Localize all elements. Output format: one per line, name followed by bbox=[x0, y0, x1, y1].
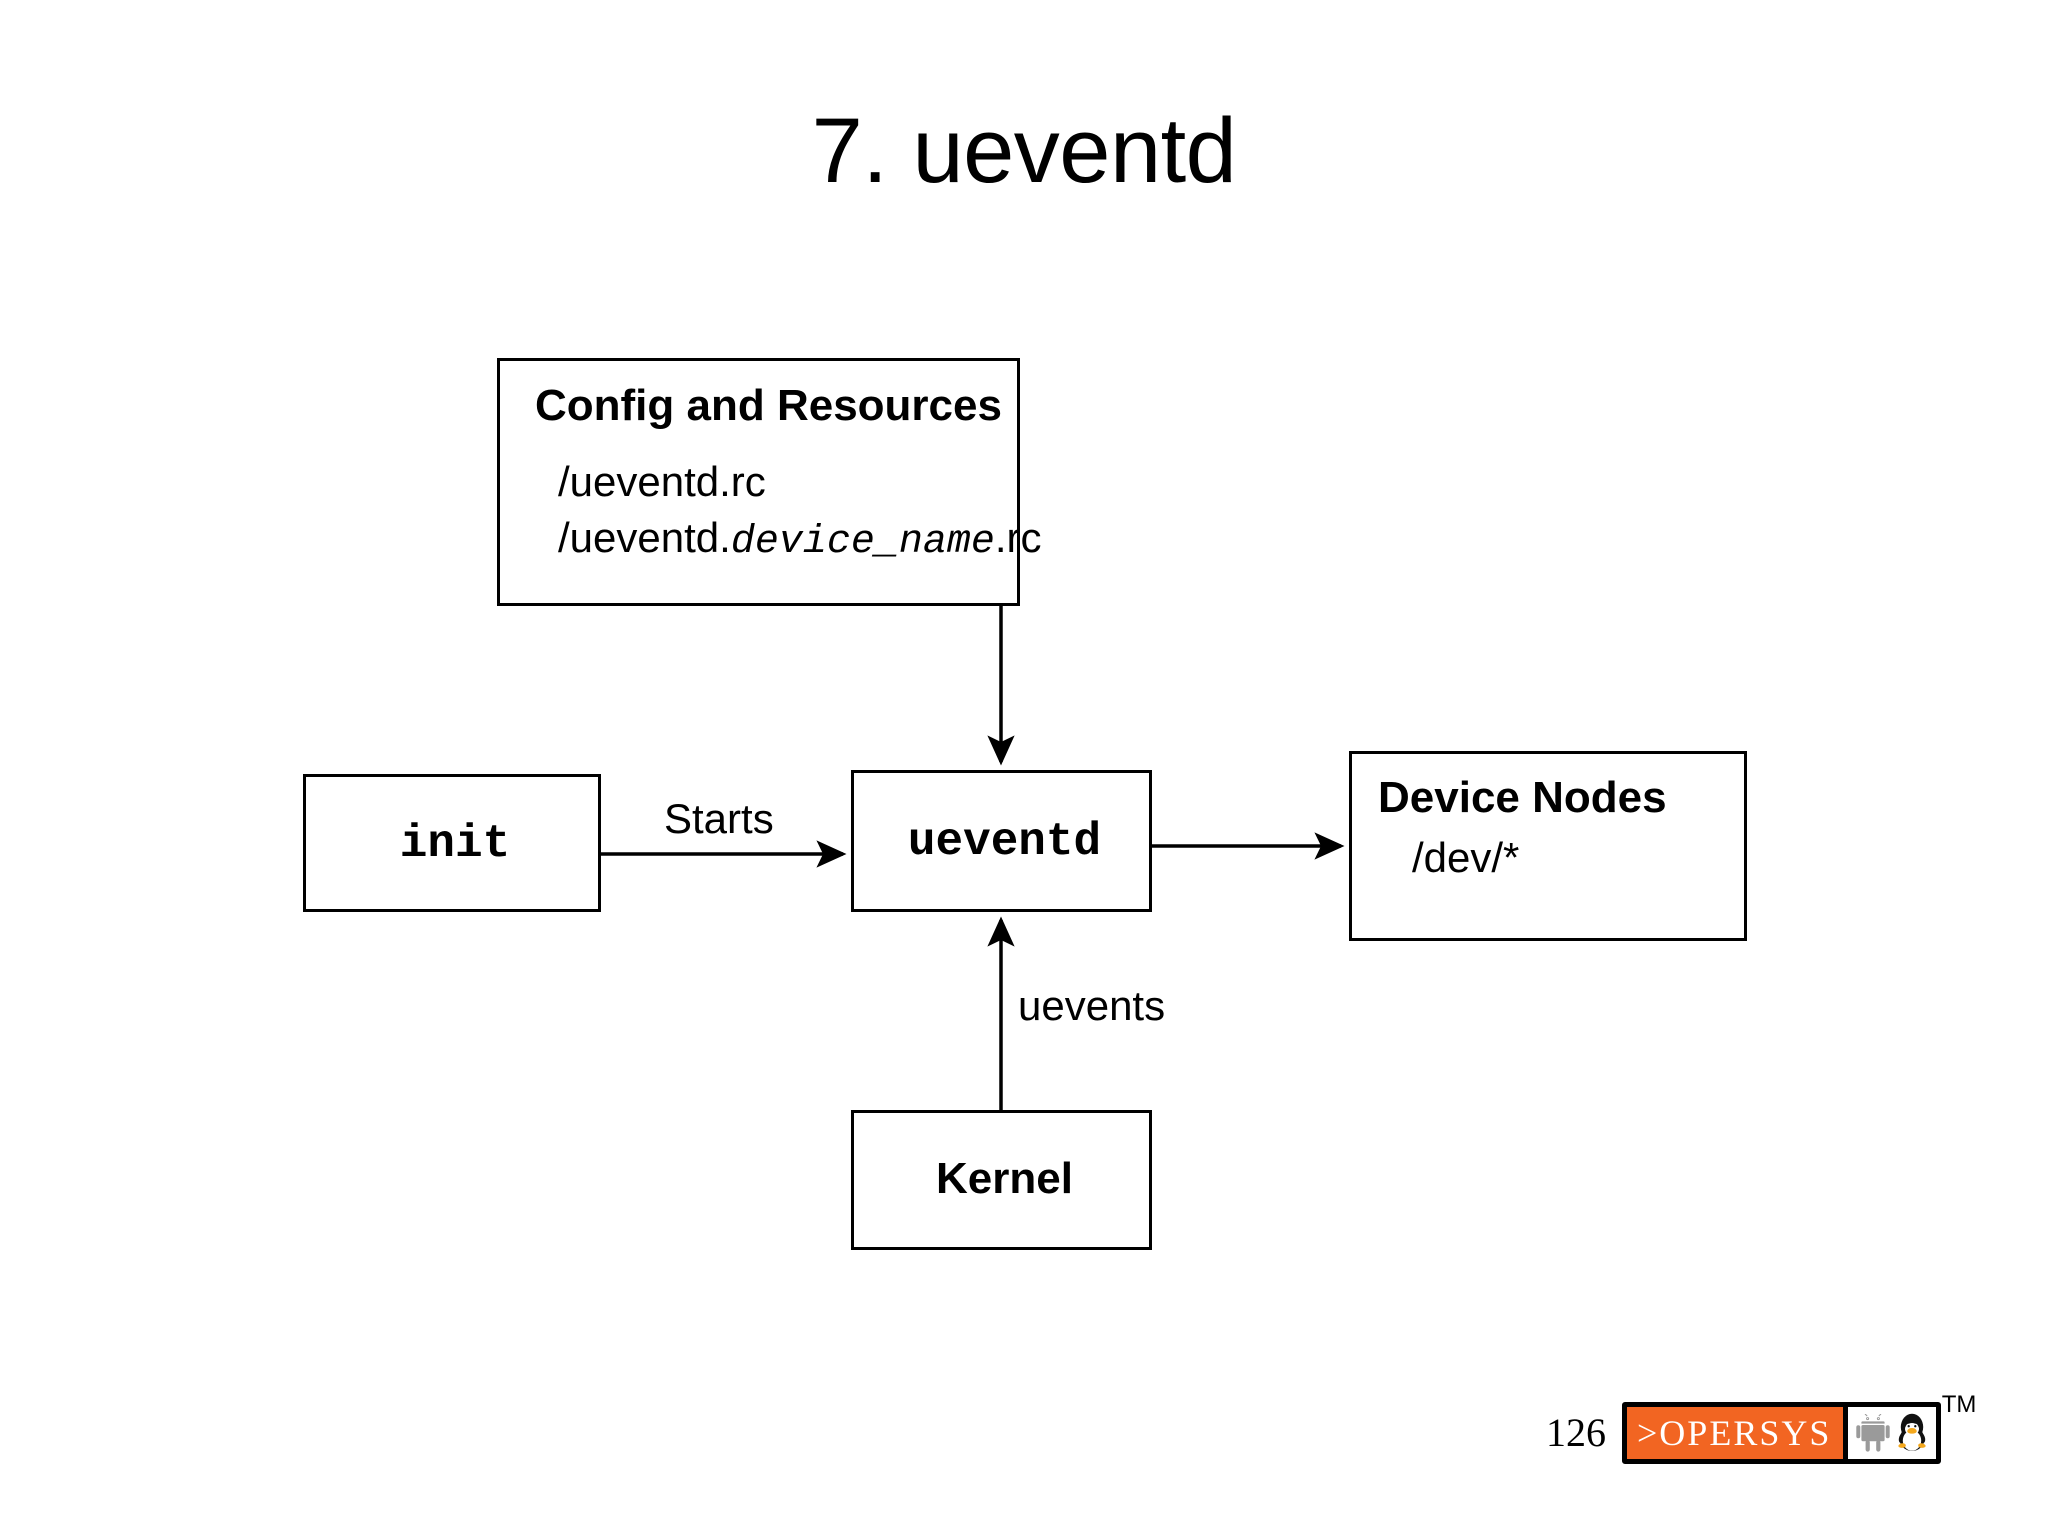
init-label: init bbox=[399, 818, 511, 870]
edge-label-uevents: uevents bbox=[1018, 982, 1166, 1029]
page-number: 126 bbox=[1546, 1410, 1606, 1455]
tux-penguin-icon bbox=[1898, 1413, 1927, 1451]
opersys-brand-block: >OPERSYS bbox=[1627, 1407, 1844, 1459]
node-ueventd: ueventd bbox=[851, 770, 1152, 912]
logo-icon-block bbox=[1843, 1407, 1937, 1459]
node-init: init bbox=[303, 774, 601, 912]
trademark-mark: TM bbox=[1941, 1391, 1977, 1418]
config-line-2-device-name: device_name bbox=[730, 520, 995, 565]
ueventd-architecture-diagram: Config and Resources /ueventd.rc /uevent… bbox=[303, 358, 1747, 1250]
device-nodes-heading: Device Nodes bbox=[1378, 773, 1667, 822]
config-line-2-prefix: /ueventd. bbox=[558, 514, 731, 561]
config-line-2-suffix: .rc bbox=[994, 514, 1042, 561]
opersys-logo: >OPERSYS bbox=[1622, 1393, 1976, 1464]
config-file-ueventd-rc: /ueventd.rc bbox=[558, 458, 766, 505]
kernel-label: Kernel bbox=[936, 1154, 1073, 1203]
device-nodes-path: /dev/* bbox=[1412, 834, 1520, 881]
node-config-and-resources: Config and Resources /ueventd.rc /uevent… bbox=[497, 358, 1042, 606]
node-kernel: Kernel bbox=[851, 1110, 1152, 1250]
page-title: 7. ueventd bbox=[811, 100, 1237, 202]
edge-label-starts: Starts bbox=[664, 795, 774, 842]
config-heading: Config and Resources bbox=[535, 381, 1002, 430]
ueventd-label: ueventd bbox=[907, 816, 1102, 868]
config-file-ueventd-device-rc: /ueventd.device_name.rc bbox=[558, 512, 1042, 568]
node-device-nodes: Device Nodes /dev/* bbox=[1349, 751, 1747, 941]
android-robot-icon bbox=[1856, 1414, 1891, 1452]
opersys-brand-text: >OPERSYS bbox=[1637, 1413, 1832, 1453]
slide-footer: 126 >OPERSYS bbox=[1546, 1393, 1976, 1468]
